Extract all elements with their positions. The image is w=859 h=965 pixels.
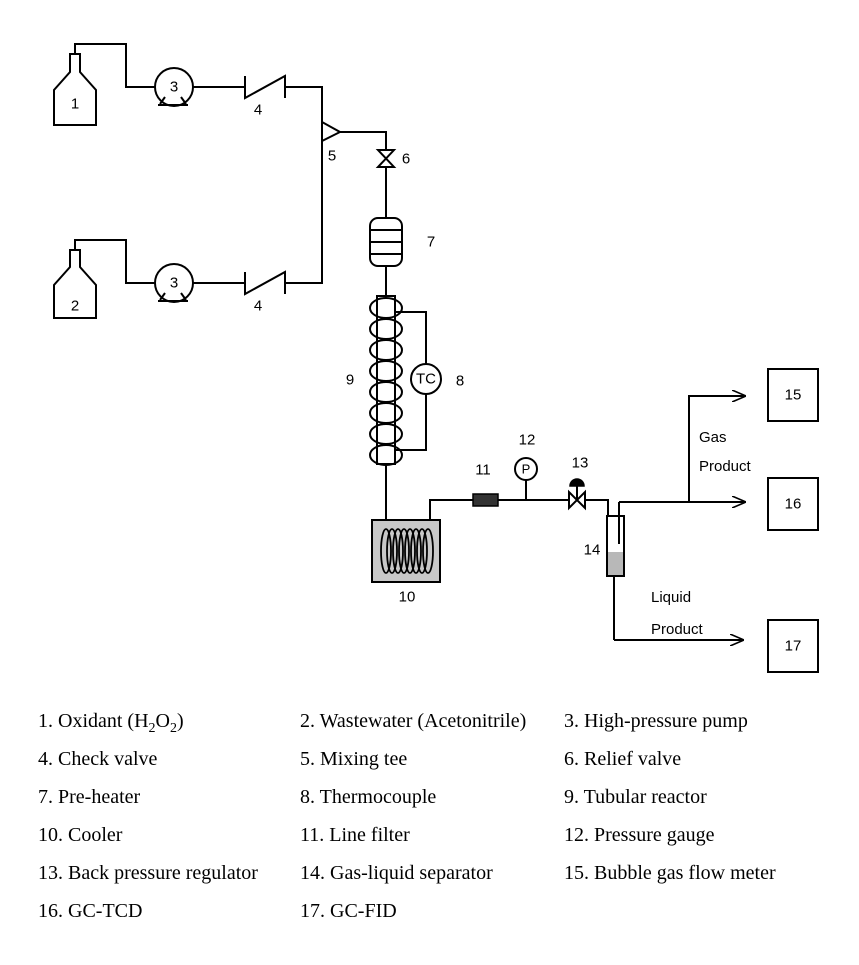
cooler: 10 [371, 519, 441, 606]
cooler-coil-loop [392, 528, 404, 574]
cooler-coil-loops [380, 528, 434, 574]
preheater-coil: 7 [369, 217, 435, 296]
check-top-label: 4 [254, 102, 262, 119]
preheater-label: 7 [427, 234, 435, 251]
gas-product-label: Product [699, 458, 752, 475]
reactor-coil-loop [369, 423, 403, 445]
relief-valve-label: 6 [402, 151, 410, 168]
reactor-coil-loop [369, 297, 403, 319]
gas-label: Gas [699, 429, 727, 446]
back-pressure-regulator: 13 [568, 455, 589, 511]
bottle-2-label: 2 [71, 298, 79, 315]
cooler-coil-loop [404, 528, 416, 574]
pressure-gauge: P 12 [514, 432, 538, 500]
bottom-feed-line [74, 141, 323, 284]
top-feed-line [74, 43, 323, 122]
legend: 1. Oxidant (H2O2) 2. Wastewater (Acetoni… [38, 702, 838, 930]
box-16-label: 16 [785, 496, 802, 513]
pump-bottom: 3 [154, 263, 194, 303]
gas-product-line: Gas Product [619, 396, 752, 502]
legend-item-pump: 3. High-pressure pump [564, 710, 748, 732]
pump-top: 3 [154, 67, 194, 107]
bpr-label: 13 [572, 455, 589, 472]
relief-valve: 6 [375, 149, 410, 218]
reactor-coil-loop [369, 402, 403, 424]
liquid-product-label: Product [651, 621, 704, 638]
gas-liquid-separator: 14 [584, 502, 625, 640]
reactor-coil-loop [369, 360, 403, 382]
legend-item-relief-valve: 6. Relief valve [564, 748, 682, 770]
cooler-coil-loop [398, 528, 410, 574]
wastewater-bottle: 2 [53, 249, 97, 319]
legend-item-thermocouple: 8. Thermocouple [300, 786, 437, 808]
legend-item-wastewater: 2. Wastewater (Acetonitrile) [300, 710, 527, 732]
reactor-coil-loop [369, 381, 403, 403]
outlet-line [429, 499, 609, 520]
cooler-coil-loop [380, 528, 392, 574]
cooler-coil-loop [422, 528, 434, 574]
pressure-gauge-p-label: P [522, 462, 531, 477]
legend-item-check-valve: 4. Check valve [38, 748, 158, 770]
check-valve-top: 4 [244, 74, 286, 119]
mixing-tee-label: 5 [328, 148, 336, 165]
thermocouple: TC 8 [395, 311, 464, 451]
legend-item-separator: 14. Gas-liquid separator [300, 862, 493, 884]
legend-item-reactor: 9. Tubular reactor [564, 786, 707, 808]
reactor-label: 9 [346, 372, 354, 389]
cooler-coil-loop [386, 528, 398, 574]
process-flow-diagram: 1 2 3 3 4 4 5 [53, 43, 819, 673]
legend-item-pressure-gauge: 12. Pressure gauge [564, 824, 715, 846]
liquid-product-line: Liquid Product [614, 589, 743, 640]
pressure-gauge-label: 12 [519, 432, 536, 449]
legend-item-oxidant: 1. Oxidant (H2O2) [38, 710, 184, 736]
bubble-gas-flow-meter-box: 15 [767, 368, 819, 422]
liquid-label: Liquid [651, 589, 691, 606]
gc-tcd-box: 16 [767, 477, 819, 531]
check-bottom-label: 4 [254, 298, 262, 315]
mixing-tee: 5 [321, 120, 387, 165]
box-17-label: 17 [785, 638, 802, 655]
legend-item-mixing-tee: 5. Mixing tee [300, 748, 408, 770]
line-filter-label: 11 [475, 462, 491, 479]
reactor-coil-loops [369, 297, 403, 466]
thermocouple-tc-label: TC [416, 371, 436, 388]
legend-item-flow-meter: 15. Bubble gas flow meter [564, 862, 776, 884]
thermocouple-label: 8 [456, 373, 464, 390]
line-filter: 11 [472, 462, 499, 507]
legend-item-gc-fid: 17. GC-FID [300, 900, 397, 922]
bottle-1-label: 1 [71, 96, 79, 113]
cooler-label: 10 [399, 589, 416, 606]
legend-item-cooler: 10. Cooler [38, 824, 123, 846]
legend-item-gc-tcd: 16. GC-TCD [38, 900, 143, 922]
cooler-coil-loop [416, 528, 428, 574]
reactor-coil-loop [369, 339, 403, 361]
legend-item-preheater: 7. Pre-heater [38, 786, 141, 808]
separator-label: 14 [584, 542, 601, 559]
oxidant-bottle: 1 [53, 53, 97, 126]
check-valve-bottom: 4 [244, 270, 286, 315]
pump-top-label: 3 [170, 79, 178, 96]
cooler-coil-loop [410, 528, 422, 574]
tubular-reactor: 9 [346, 295, 403, 466]
reactor-coil-loop [369, 318, 403, 340]
box-15-label: 15 [785, 387, 802, 404]
legend-item-bpr: 13. Back pressure regulator [38, 862, 258, 884]
legend-item-line-filter: 11. Line filter [300, 824, 410, 846]
reactor-coil-loop [369, 444, 403, 466]
gc-fid-box: 17 [767, 619, 819, 673]
pump-bottom-label: 3 [170, 275, 178, 292]
